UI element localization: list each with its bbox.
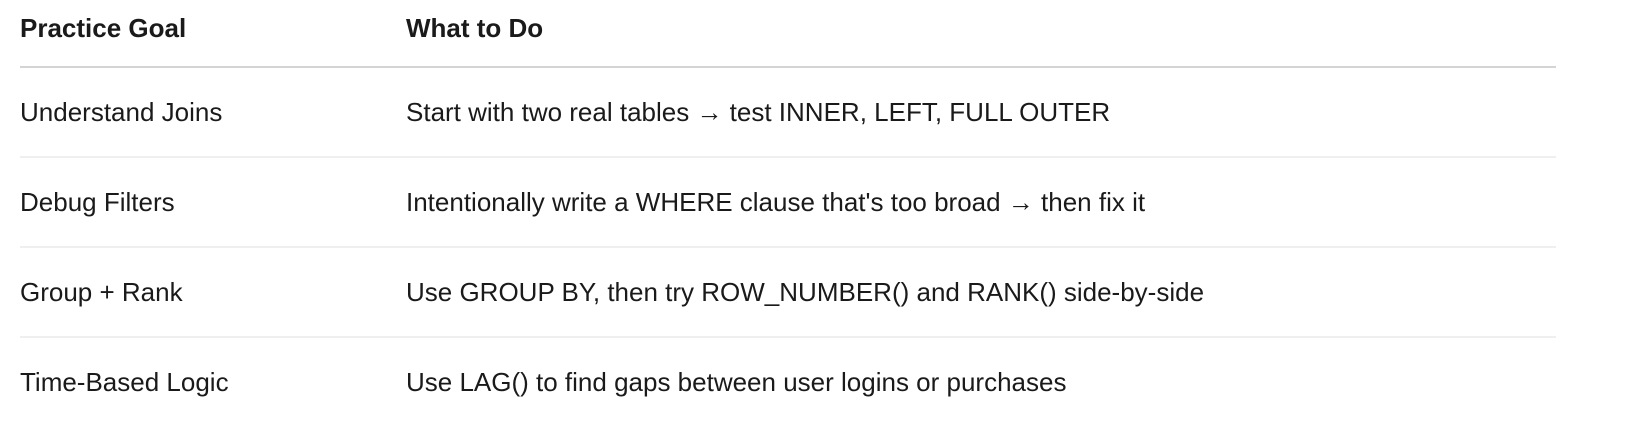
action-cell: Intentionally write a WHERE clause that'… — [406, 157, 1556, 248]
goal-cell: Debug Filters — [20, 157, 406, 248]
goal-cell: Group + Rank — [20, 247, 406, 338]
column-header-what-to-do: What to Do — [406, 0, 1556, 68]
goal-cell: Time-Based Logic — [20, 366, 229, 397]
column-header-practice-goal: Practice Goal — [20, 0, 406, 68]
table-row: Time-Based Logic Use LAG() to find gaps … — [20, 337, 1556, 426]
table-row: Debug Filters Intentionally write a WHER… — [20, 157, 1556, 248]
action-cell: Use GROUP BY, then try ROW_NUMBER() and … — [406, 247, 1556, 338]
goal-cell: Understand Joins — [20, 67, 406, 158]
table-row: Group + Rank Use GROUP BY, then try ROW_… — [20, 247, 1556, 338]
action-cell: Use LAG() to find gaps between user logi… — [406, 366, 1067, 397]
table-row: Understand Joins Start with two real tab… — [20, 67, 1556, 158]
action-cell: Start with two real tables → test INNER,… — [406, 67, 1556, 158]
header-row: Practice Goal What to Do — [20, 0, 1556, 68]
practice-goals-table: Practice Goal What to Do Understand Join… — [20, 0, 1556, 426]
